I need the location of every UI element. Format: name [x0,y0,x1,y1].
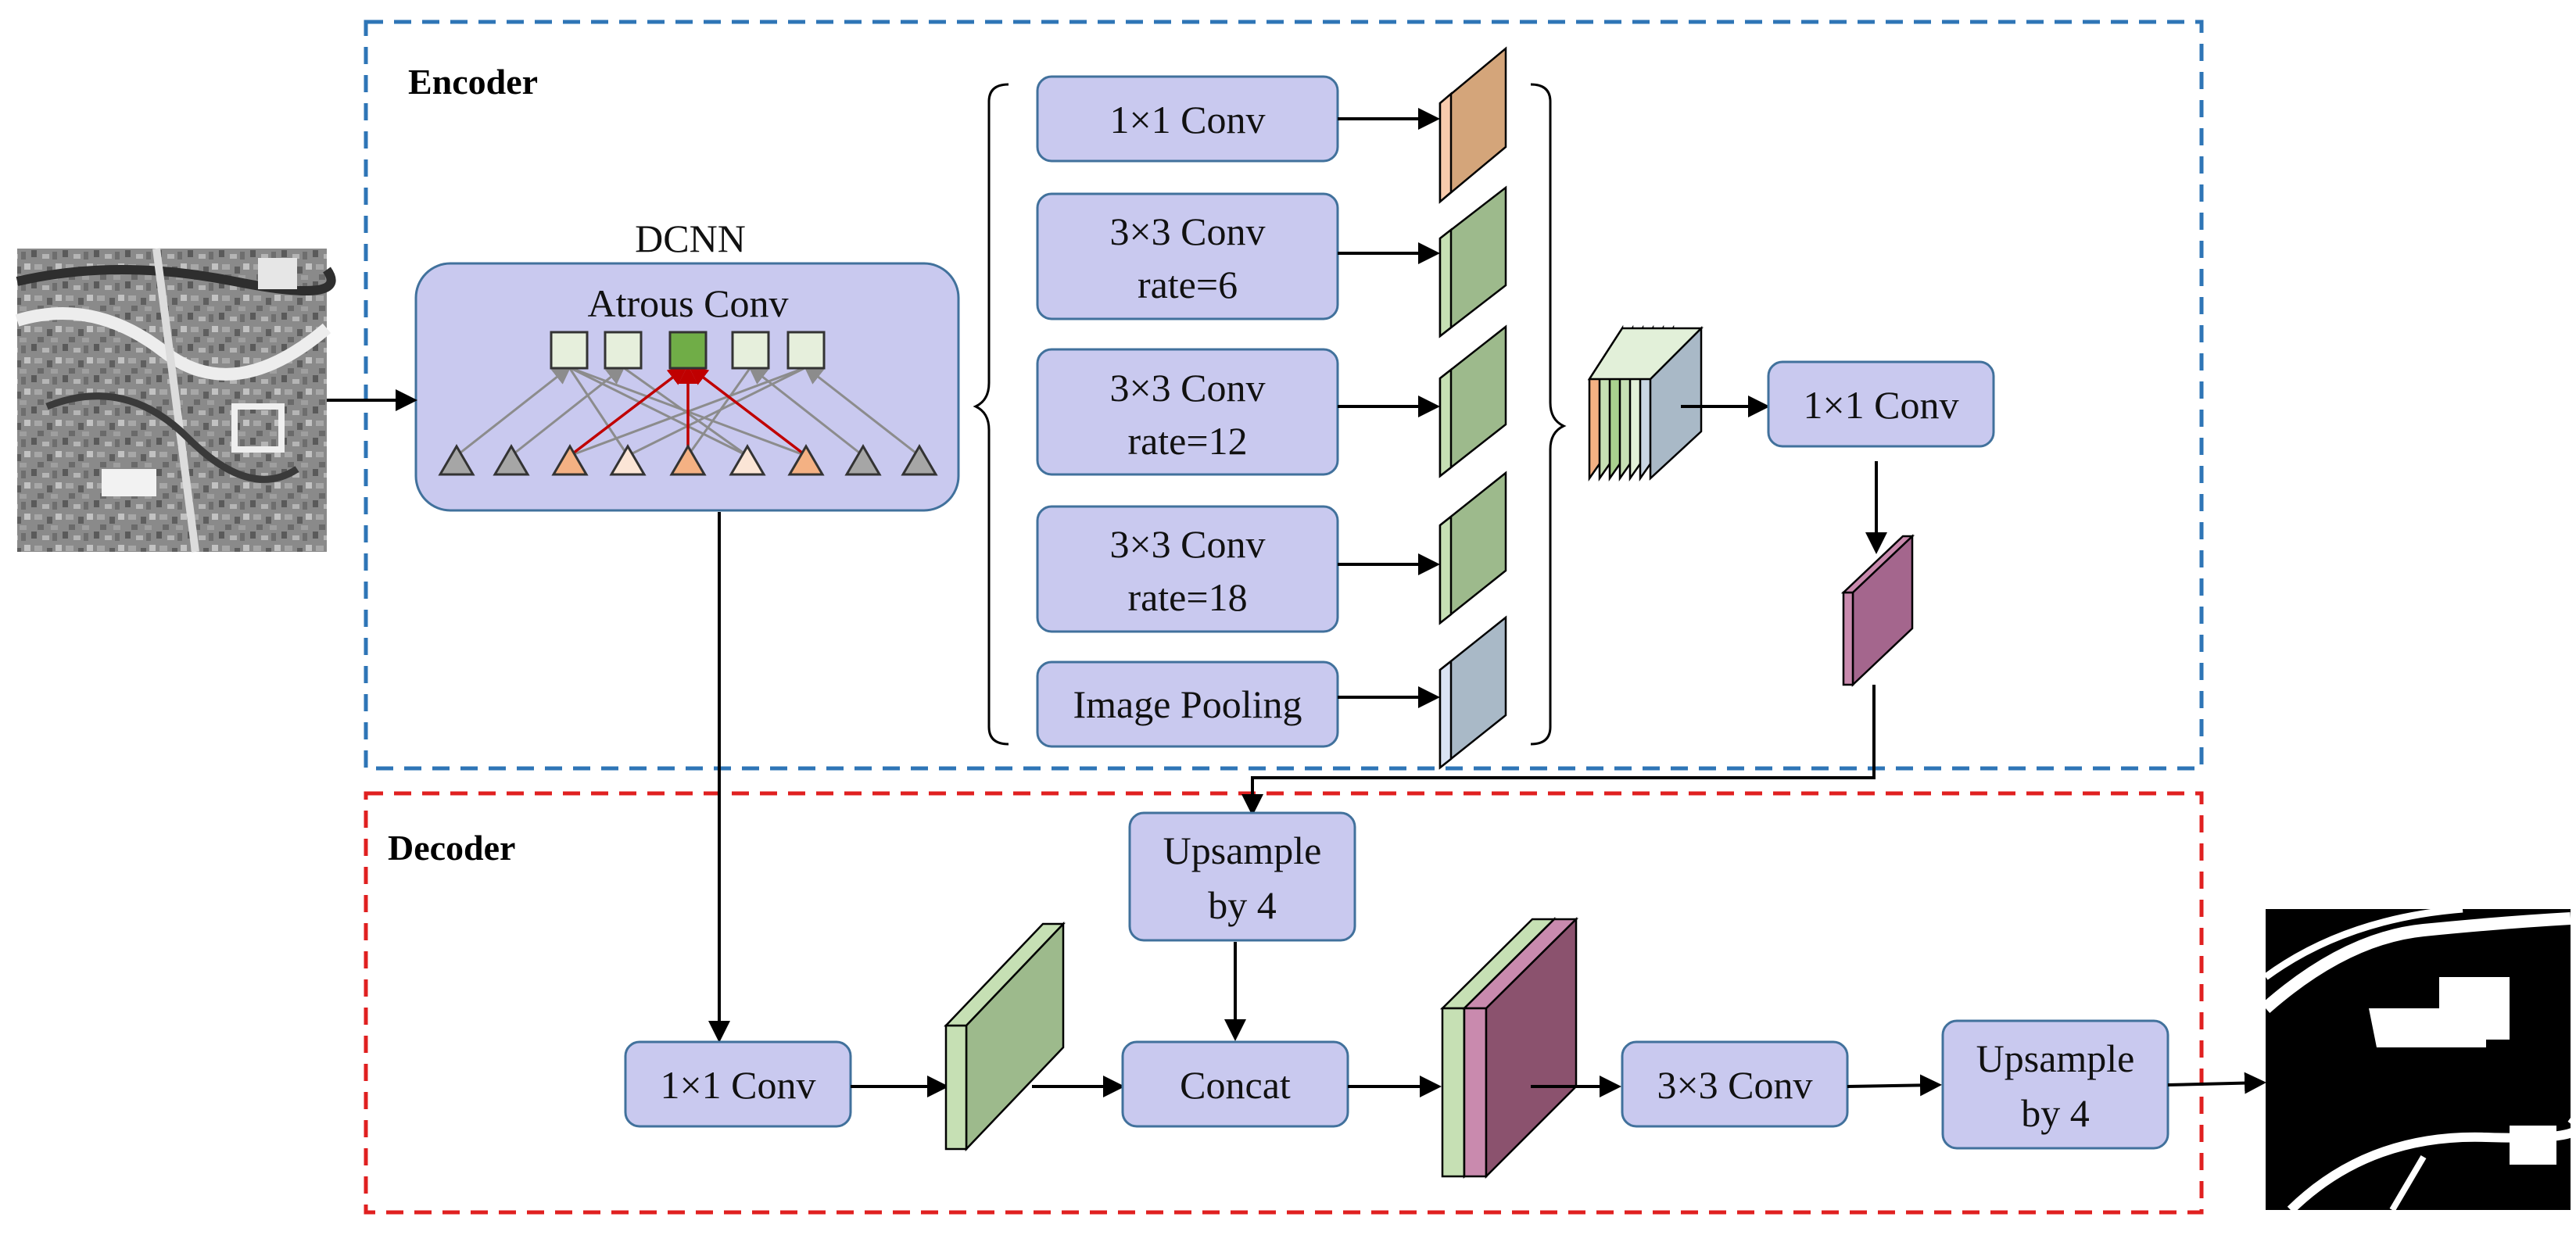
feature-map-rate12 [1438,324,1507,478]
aspp-branch-image-pooling: Image Pooling [1036,660,1339,748]
svg-text:Upsample: Upsample [1976,1036,2135,1080]
aspp-right-brace [1530,83,1567,746]
aspp-branch-rate18: 3×3 Conv rate=18 [1036,505,1339,633]
encoder-title: Encoder [408,62,538,102]
aspp-concatenated-stack [1587,324,1704,481]
svg-text:Image Pooling: Image Pooling [1073,682,1302,726]
arrow-encoder-to-upsample [1241,685,1876,816]
decoder-upsample-box-2: Upsample by 4 [1941,1019,2169,1150]
svg-text:1×1 Conv: 1×1 Conv [660,1063,815,1107]
svg-text:rate=12: rate=12 [1127,419,1247,463]
svg-text:Upsample: Upsample [1163,829,1322,872]
svg-text:1×1 Conv: 1×1 Conv [1803,383,1958,427]
svg-text:Concat: Concat [1180,1063,1291,1107]
arrow-conv3x3-to-upsample [1847,1074,1942,1097]
feature-map-image-pooling [1438,615,1507,770]
atrous-kernel-diagram [438,331,938,476]
svg-text:rate=6: rate=6 [1138,263,1238,306]
decoder-title: Decoder [388,828,515,868]
svg-text:by 4: by 4 [1208,883,1277,927]
aspp-left-brace [973,83,1009,746]
svg-text:rate=18: rate=18 [1127,575,1247,619]
decoder-upsample-box-1: Upsample by 4 [1128,811,1356,942]
atrous-conv-label: Atrous Conv [588,281,789,325]
decoder-concat-box: Concat [1121,1040,1349,1128]
aspp-branch-1x1: 1×1 Conv [1036,75,1339,163]
svg-text:3×3 Conv: 3×3 Conv [1657,1063,1812,1107]
low-level-feature-map [944,921,1066,1152]
decoder-frame [364,791,2204,1215]
arrow-upsample-to-output [2167,1072,2266,1094]
decoder-conv3x3-box: 3×3 Conv [1621,1040,1849,1128]
svg-text:3×3 Conv: 3×3 Conv [1109,366,1265,410]
input-satellite-image [15,248,336,553]
merged-feature-map [1439,917,1579,1180]
svg-text:by 4: by 4 [2021,1091,2090,1135]
feature-map-rate18 [1438,471,1507,625]
encoder-fuse-conv-box: 1×1 Conv [1767,360,1995,448]
decoder-low-level-conv-box: 1×1 Conv [624,1040,852,1128]
output-segmentation-mask [2261,905,2576,1214]
dcnn-label: DCNN [635,217,746,260]
encoder-output-feature [1840,534,1915,687]
feature-map-rate6 [1438,185,1507,338]
aspp-branch-rate6: 3×3 Conv rate=6 [1036,192,1339,320]
svg-text:3×3 Conv: 3×3 Conv [1109,209,1265,253]
aspp-branch-rate12: 3×3 Conv rate=12 [1036,348,1339,476]
encoder-frame [364,20,2204,771]
feature-map-1x1 [1438,46,1507,204]
svg-text:1×1 Conv: 1×1 Conv [1109,98,1265,141]
svg-text:3×3 Conv: 3×3 Conv [1109,522,1265,566]
